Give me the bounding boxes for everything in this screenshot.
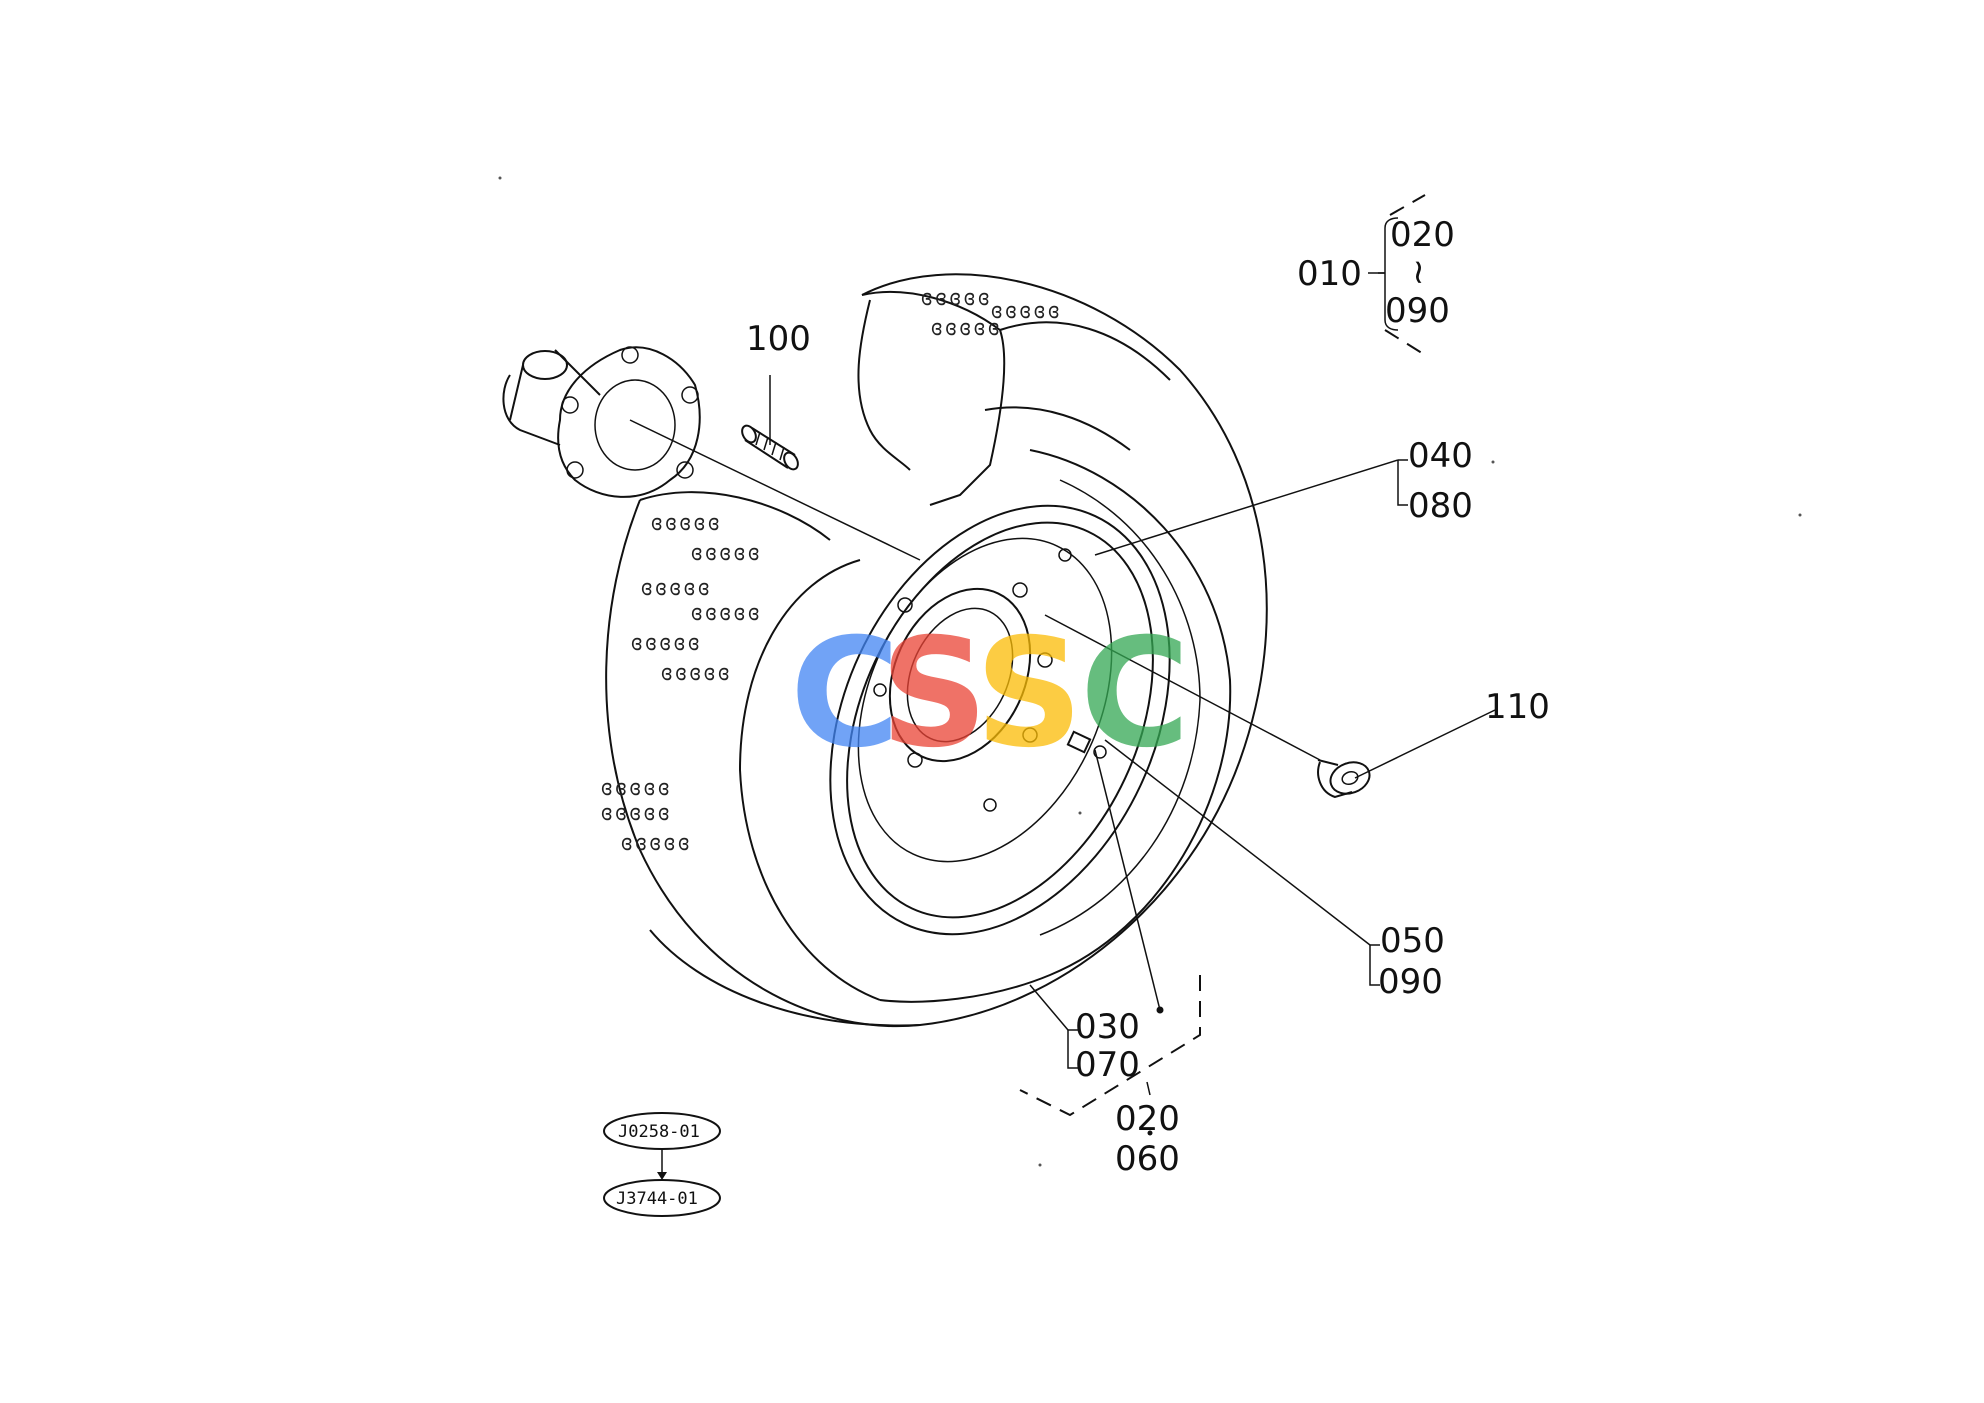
callout-090-bottom: 090	[1378, 962, 1443, 1002]
tread-side-1: ɞɞɞɞɞ	[650, 511, 721, 536]
tread-side-5: ɞɞɞɞɞ	[630, 631, 701, 656]
callout-020-bottom: 020	[1115, 1099, 1180, 1139]
callout-110: 110	[1485, 687, 1550, 727]
watermark-letter-1: C	[790, 607, 900, 781]
stud-bolt	[741, 424, 799, 471]
valve-stem	[1066, 730, 1107, 759]
tread-low-2: ɞɞɞɞɞ	[600, 801, 671, 826]
callout-040: 040	[1408, 436, 1473, 476]
watermark-letter-3: S	[975, 607, 1083, 781]
tread-pattern: ɞɞɞɞɞ ɞɞɞɞɞ ɞɞɞɞɞ ɞɞɞɞɞ ɞɞɞɞɞ ɞɞɞɞɞ ɞɞɞɞ…	[600, 286, 1061, 856]
tread-side-4: ɞɞɞɞɞ	[690, 601, 761, 626]
tread-side-2: ɞɞɞɞɞ	[690, 541, 761, 566]
watermark-letter-4: C	[1080, 607, 1190, 781]
tread-top-3: ɞɞɞɞɞ	[930, 316, 1001, 341]
leader-lines	[629, 217, 1496, 1136]
callout-080: 080	[1408, 486, 1473, 526]
tread-top-1: ɞɞɞɞɞ	[920, 286, 991, 311]
tread-low-1: ɞɞɞɞɞ	[600, 776, 671, 801]
callout-090-top: 090	[1385, 291, 1450, 331]
callout-050: 050	[1380, 921, 1445, 961]
callout-070: 070	[1075, 1045, 1140, 1085]
tread-side-3: ɞɞɞɞɞ	[640, 576, 711, 601]
tire	[605, 273, 1268, 1028]
reference-tag-2: J3744-01	[616, 1189, 698, 1209]
watermark-logo: C S S C	[790, 607, 1190, 781]
callout-labels: 010 020 ~ 090 100 040 080 110 050 090 03…	[746, 215, 1550, 1179]
callout-range-mark: ~	[1399, 258, 1439, 287]
callout-100: 100	[746, 319, 811, 359]
wheel-nut	[1317, 759, 1371, 799]
reference-tags: J0258-01 J3744-01	[603, 1112, 721, 1217]
callout-020-top: 020	[1390, 215, 1455, 255]
callout-030: 030	[1075, 1007, 1140, 1047]
reference-tag-1: J0258-01	[618, 1122, 700, 1142]
dashed-group-lines	[1019, 194, 1426, 1117]
callout-060: 060	[1115, 1139, 1180, 1179]
tread-low-3: ɞɞɞɞɞ	[620, 831, 691, 856]
axle-flange	[502, 346, 701, 498]
watermark-letter-2: S	[880, 607, 988, 781]
tread-side-6: ɞɞɞɞɞ	[660, 661, 731, 686]
tread-top-2: ɞɞɞɞɞ	[990, 299, 1061, 324]
callout-010: 010	[1297, 254, 1362, 294]
